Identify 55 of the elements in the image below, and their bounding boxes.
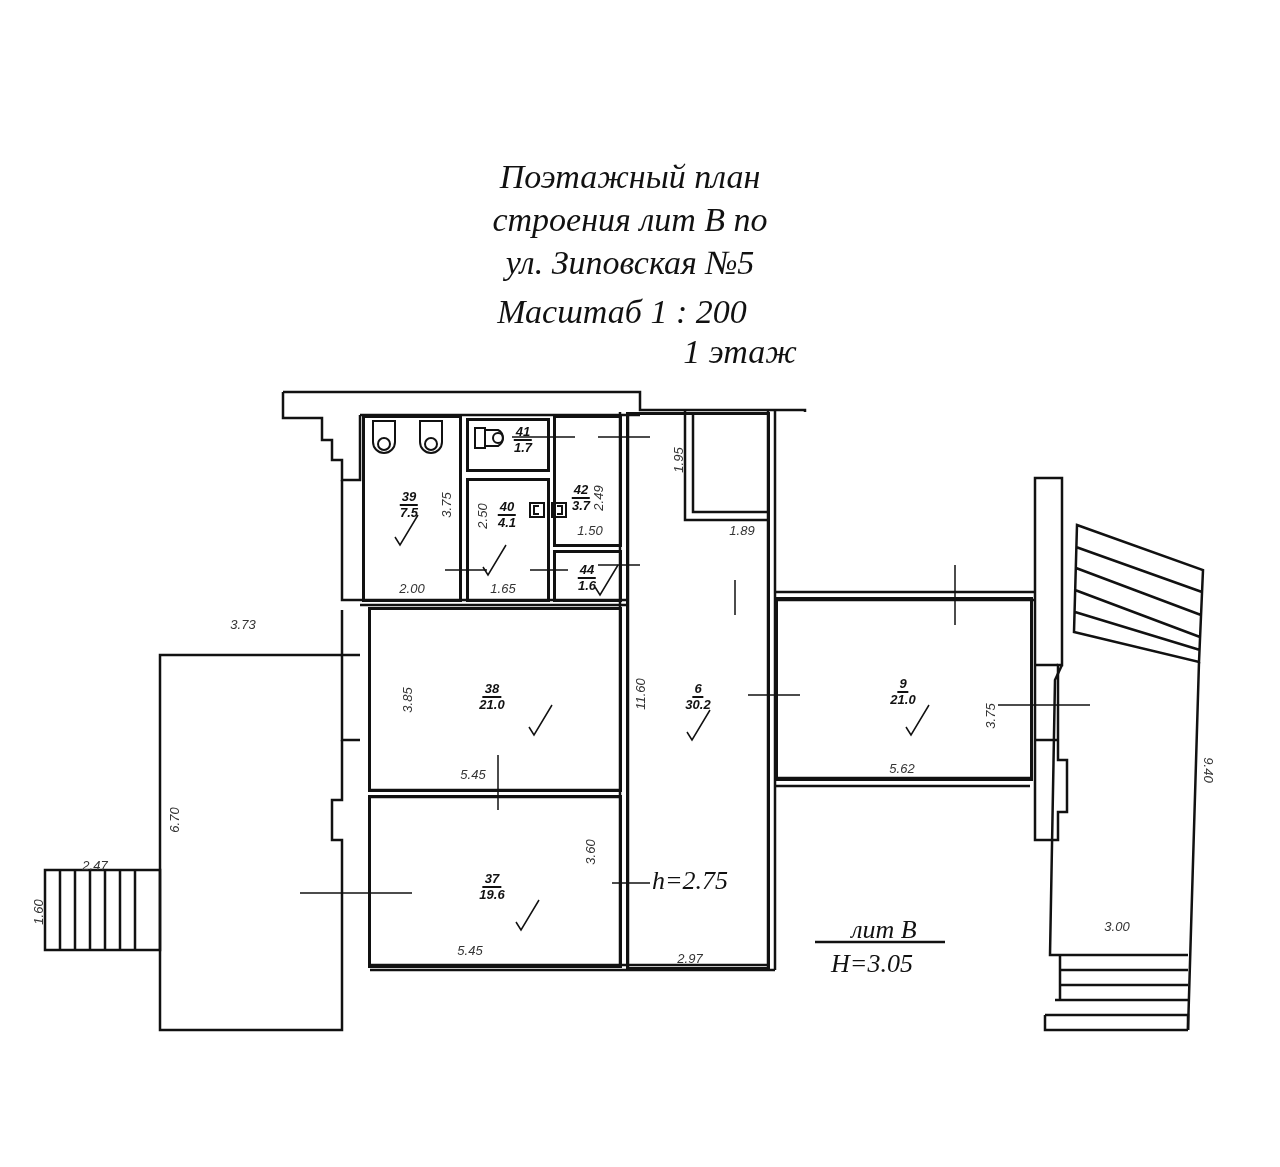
room-number: 39 (399, 490, 419, 506)
room-area: 21.0 (479, 698, 505, 712)
height-label: H=3.05 (831, 949, 913, 979)
room-outline (368, 607, 622, 792)
room-number: 40 (497, 500, 517, 516)
dimension-label: 2.47 (82, 857, 108, 873)
dimension-label: 5.62 (889, 760, 915, 776)
room-outline (466, 418, 550, 472)
dimension-label: 1.95 (670, 447, 686, 473)
room-outline (362, 415, 462, 602)
dimension-label: 2.49 (590, 485, 606, 511)
room-number: 42 (571, 483, 591, 499)
room-area: 1.7 (513, 441, 533, 455)
scale-label: Масштаб 1 : 200 (497, 293, 747, 331)
room-number: 9 (897, 677, 909, 693)
floor-label: 1 этаж (683, 333, 797, 371)
dimension-label: 1.50 (577, 522, 603, 538)
dimension-label: 3.60 (582, 839, 598, 865)
room-outline (466, 478, 550, 602)
room-number: 37 (482, 872, 502, 888)
room-area: 30.2 (685, 698, 711, 712)
dimension-label: 2.97 (677, 950, 703, 966)
dimension-label: 6.70 (166, 807, 182, 833)
room-area: 1.6 (577, 579, 597, 593)
room-outline (553, 415, 622, 547)
height-label: h=2.75 (652, 866, 728, 896)
dimension-label: 1.89 (729, 522, 755, 538)
dimension-label: 1.65 (490, 580, 516, 596)
dimension-label: 3.75 (982, 703, 998, 729)
room-area: 3.7 (571, 499, 591, 513)
room-number: 41 (513, 425, 533, 441)
room-outline (368, 795, 622, 968)
dimension-label: 3.73 (230, 616, 256, 632)
dimension-label: 3.85 (399, 687, 415, 713)
room-number: 44 (577, 563, 597, 579)
room-number: 6 (692, 682, 704, 698)
dimension-label: 11.60 (632, 678, 648, 710)
dimension-label: 5.45 (457, 942, 483, 958)
plan-title: Поэтажный план строения лит В по ул. Зиповская №5 (491, 157, 769, 283)
dimension-label: 3.00 (1104, 918, 1130, 934)
dimension-label: 2.00 (399, 580, 425, 596)
room-area: 7.5 (399, 506, 419, 520)
room-area: 4.1 (497, 516, 517, 530)
room-outline (775, 597, 1033, 781)
room-outline (626, 412, 770, 970)
dimension-label: 3.75 (438, 492, 454, 518)
room-outline (553, 550, 622, 602)
dimension-label: 2.50 (474, 503, 490, 529)
dimension-label: 5.45 (460, 766, 486, 782)
dimension-label: 9.40 (1200, 757, 1216, 783)
room-area: 21.0 (890, 693, 916, 707)
dimension-label: 1.60 (30, 899, 46, 925)
room-number: 38 (482, 682, 502, 698)
building-label: лит В (851, 915, 917, 945)
room-area: 19.6 (479, 888, 505, 902)
